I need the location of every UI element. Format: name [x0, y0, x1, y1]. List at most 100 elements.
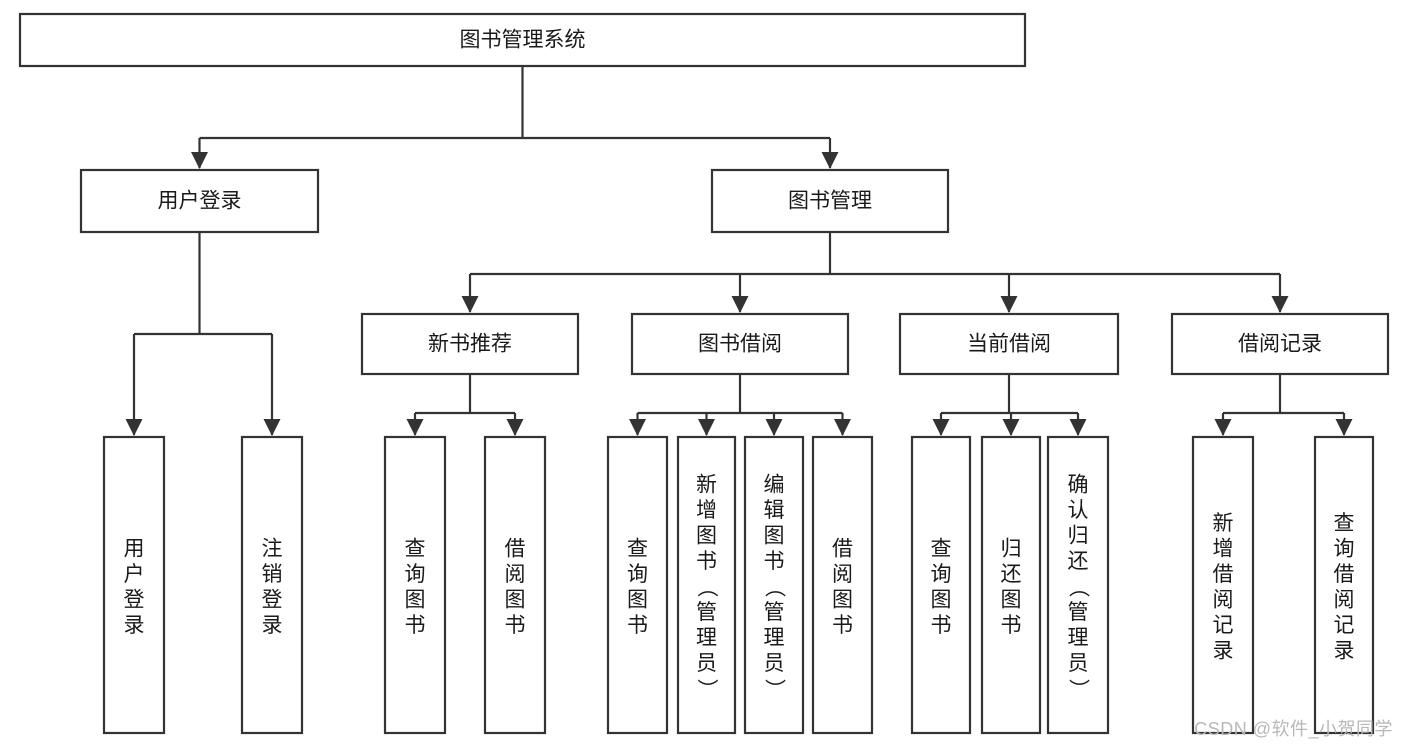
node-box-leaf-edit-book-admin	[743, 435, 805, 735]
node-label-char: 查	[1334, 512, 1355, 535]
node-label-char: 图	[832, 588, 853, 611]
node-label-char: 新	[696, 474, 717, 497]
node-label-borrow-records: 借阅记录	[1238, 333, 1322, 356]
node-borrow-records[interactable]: 借阅记录	[1170, 312, 1390, 376]
node-label-book-borrow: 图书借阅	[698, 333, 782, 356]
node-label-char: 借	[832, 537, 853, 560]
node-label-char: 询	[1334, 537, 1355, 560]
node-label-char: 书	[764, 550, 785, 573]
node-label-root: 图书管理系统	[460, 29, 586, 52]
node-label-char: 归	[1068, 525, 1089, 548]
csdn-watermark: CSDN @软件_小贺同学	[1194, 719, 1393, 739]
node-label-char: 登	[124, 588, 145, 611]
node-label-char: （	[1067, 577, 1090, 598]
node-label-char: 认	[1068, 499, 1089, 522]
node-label-char: 记	[1213, 614, 1234, 637]
node-label-char: 询	[931, 563, 952, 586]
arrow-head-icon	[1002, 419, 1020, 436]
node-label-char: 借	[505, 537, 526, 560]
node-box-leaf-query-borrow-record	[1313, 435, 1375, 735]
node-label-char: 员	[696, 652, 717, 675]
node-label-char: 图	[931, 588, 952, 611]
node-book-borrow[interactable]: 图书借阅	[630, 312, 850, 376]
node-label-char: 增	[696, 499, 717, 522]
node-label-char: 增	[1213, 537, 1234, 560]
node-label-char: 确	[1068, 474, 1089, 497]
node-boxes: 图书管理系统用户登录图书管理新书推荐图书借阅当前借阅借阅记录用户登录注销登录查询…	[18, 12, 1390, 735]
node-label-char: 员	[1068, 652, 1089, 675]
node-label-char: 录	[262, 614, 283, 637]
arrow-head-icon	[125, 419, 143, 436]
node-label-char: 图	[627, 588, 648, 611]
node-label-char: 查	[627, 537, 648, 560]
arrow-head-icon	[461, 296, 479, 313]
node-box-leaf-add-book-admin	[676, 435, 737, 735]
node-box-leaf-logout	[240, 435, 304, 735]
node-box-leaf-borrow-book-recommend	[483, 435, 547, 735]
node-label-char: 录	[1334, 639, 1355, 662]
node-label-char: ）	[1067, 679, 1090, 700]
node-label-char: 理	[1068, 627, 1089, 650]
node-label-char: 书	[1001, 614, 1022, 637]
node-label-book-management: 图书管理	[788, 190, 872, 213]
node-label-new-book-recommend: 新书推荐	[428, 333, 512, 356]
node-root[interactable]: 图书管理系统	[18, 12, 1027, 68]
node-label-char: 用	[124, 537, 145, 560]
node-label-char: 管	[764, 601, 785, 624]
arrow-head-icon	[263, 419, 281, 436]
arrow-head-icon	[1214, 419, 1232, 436]
arrow-head-icon	[191, 152, 208, 169]
node-label-char: 注	[262, 537, 283, 560]
arrow-head-icon	[1000, 296, 1018, 313]
node-label-char: 户	[124, 563, 145, 586]
node-label-char: 书	[405, 614, 426, 637]
arrow-head-icon	[698, 419, 715, 436]
arrow-head-icon	[932, 419, 950, 436]
arrow-head-icon	[765, 419, 783, 436]
arrow-head-icon	[834, 419, 851, 436]
node-label-char: 理	[764, 627, 785, 650]
node-label-char: 管	[696, 601, 717, 624]
node-label-char: 阅	[505, 563, 526, 586]
node-label-char: 归	[1001, 537, 1022, 560]
node-user-login[interactable]: 用户登录	[79, 168, 320, 234]
arrow-head-icon	[629, 419, 646, 436]
node-label-char: 阅	[1334, 588, 1355, 611]
node-current-borrow[interactable]: 当前借阅	[898, 312, 1120, 376]
node-label-char: 借	[1334, 563, 1355, 586]
node-label-char: 图	[764, 525, 785, 548]
node-box-new-book-recommend	[360, 312, 580, 376]
node-label-char: 查	[931, 537, 952, 560]
node-label-char: 管	[1068, 601, 1089, 624]
node-box-leaf-user-login	[102, 435, 166, 735]
node-box-user-login	[79, 168, 320, 234]
node-box-borrow-records	[1170, 312, 1390, 376]
node-label-char: 图	[405, 588, 426, 611]
node-leaf-user-login[interactable]: 用户登录	[102, 435, 166, 735]
node-label-char: 书	[505, 614, 526, 637]
node-box-current-borrow	[898, 312, 1120, 376]
node-label-char: 书	[832, 614, 853, 637]
node-label-char: 记	[1334, 614, 1355, 637]
node-box-leaf-query-book-borrow	[606, 435, 669, 735]
node-label-char: 新	[1213, 512, 1234, 535]
node-label-char: 还	[1068, 550, 1089, 573]
node-new-book-recommend[interactable]: 新书推荐	[360, 312, 580, 376]
node-label-char: 图	[696, 525, 717, 548]
node-book-management[interactable]: 图书管理	[710, 168, 950, 234]
node-label-char: 书	[931, 614, 952, 637]
node-label-char: （	[763, 577, 786, 598]
